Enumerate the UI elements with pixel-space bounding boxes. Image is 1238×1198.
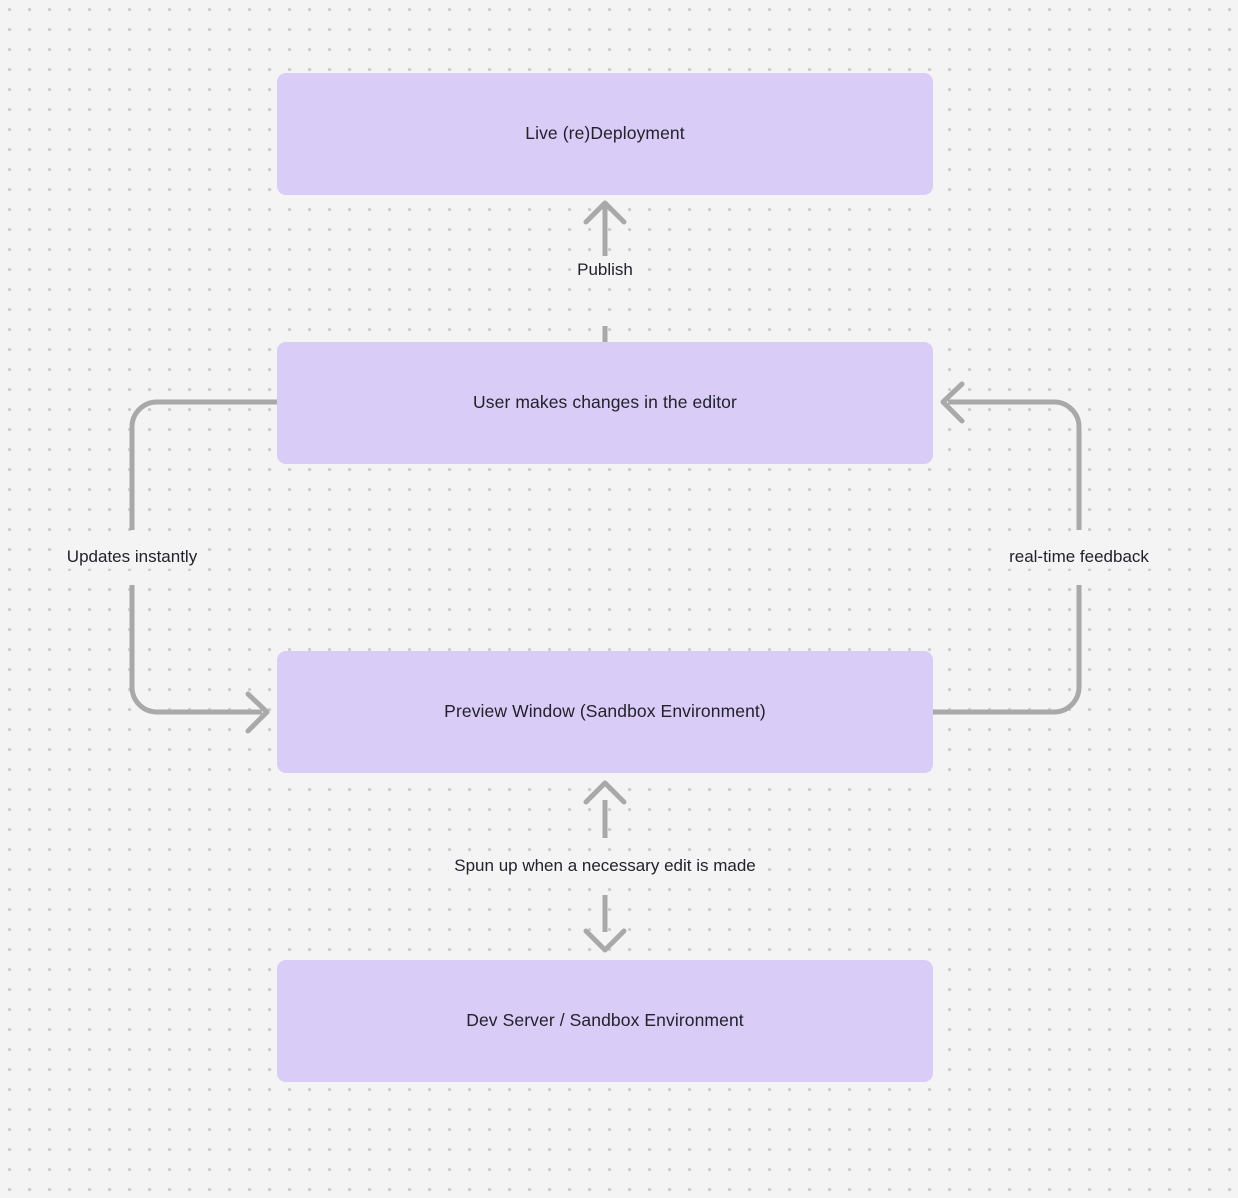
node-label: Live (re)Deployment xyxy=(525,123,685,144)
node-live-deployment[interactable]: Live (re)Deployment xyxy=(277,73,933,195)
node-label: Dev Server / Sandbox Environment xyxy=(466,1010,744,1031)
node-label: User makes changes in the editor xyxy=(473,392,737,413)
edge-label-spun-up: Spun up when a necessary edit is made xyxy=(448,853,762,879)
node-label: Preview Window (Sandbox Environment) xyxy=(444,701,766,722)
edge-label-publish: Publish xyxy=(571,257,639,283)
edge-label-real-time-feedback: real-time feedback xyxy=(1003,544,1155,570)
arrowhead-up-icon xyxy=(583,780,627,805)
arrowhead-down-icon xyxy=(583,928,627,953)
node-preview-window[interactable]: Preview Window (Sandbox Environment) xyxy=(277,651,933,773)
arrowhead-right-icon xyxy=(245,691,270,734)
node-dev-server[interactable]: Dev Server / Sandbox Environment xyxy=(277,960,933,1082)
node-user-edits[interactable]: User makes changes in the editor xyxy=(277,342,933,464)
edge-label-updates-instantly: Updates instantly xyxy=(60,544,204,570)
arrowhead-up-icon xyxy=(583,200,627,225)
arrowhead-left-icon xyxy=(940,381,965,424)
